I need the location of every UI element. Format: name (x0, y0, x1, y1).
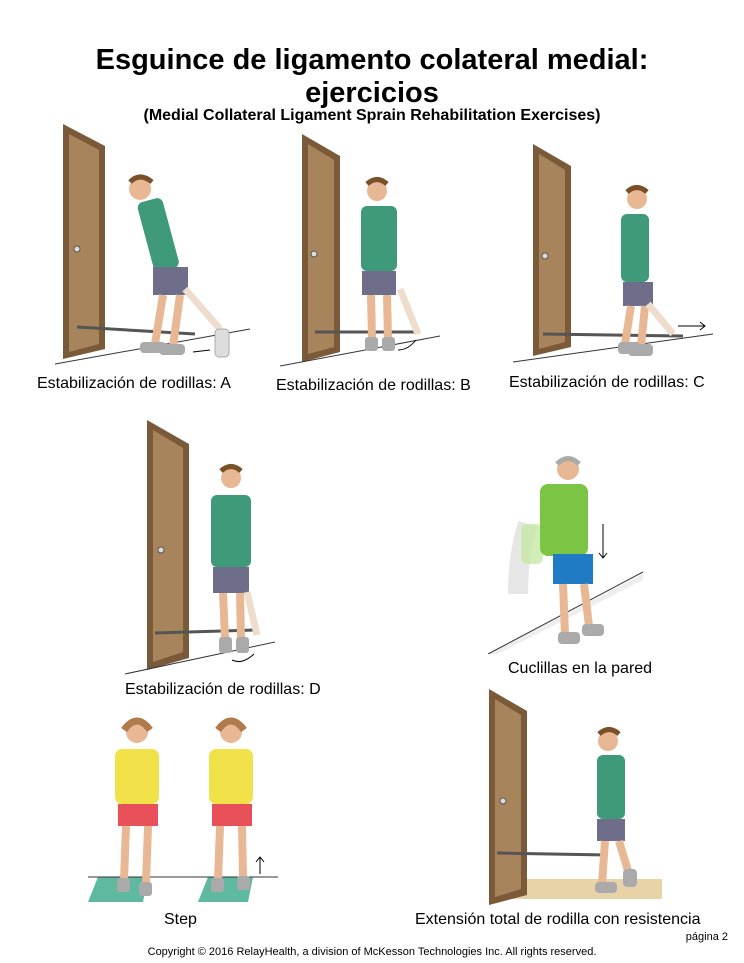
exercise-b-illustration (280, 134, 440, 367)
exercise-c-illustration (513, 144, 714, 363)
page-title-line2: ejercicios (305, 77, 439, 109)
caption-wall-squat: Cuclillas en la pared (508, 660, 653, 677)
page-subtitle: (Medial Collateral Ligament Sprain Rehab… (143, 107, 601, 124)
caption-d: Estabilización de rodillas: D (125, 681, 321, 698)
caption-step: Step (164, 911, 197, 928)
page-number: página 2 (685, 931, 728, 943)
door (69, 134, 99, 352)
knee-extension-illustration (489, 689, 662, 905)
caption-c: Estabilización de rodillas: C (509, 374, 705, 391)
caption-a: Estabilización de rodillas: A (37, 375, 231, 392)
caption-b: Estabilización de rodillas: B (276, 377, 471, 394)
step-illustration (88, 717, 278, 902)
exercise-d-illustration (125, 420, 275, 675)
page-title: Esguince de ligamento colateral medial: (95, 44, 649, 76)
exercise-a-illustration (55, 124, 251, 365)
caption-knee-extension: Extensión total de rodilla con resistenc… (415, 911, 701, 928)
copyright: Copyright © 2016 RelayHealth, a division… (147, 946, 597, 958)
wall-squat-illustration (488, 456, 643, 654)
